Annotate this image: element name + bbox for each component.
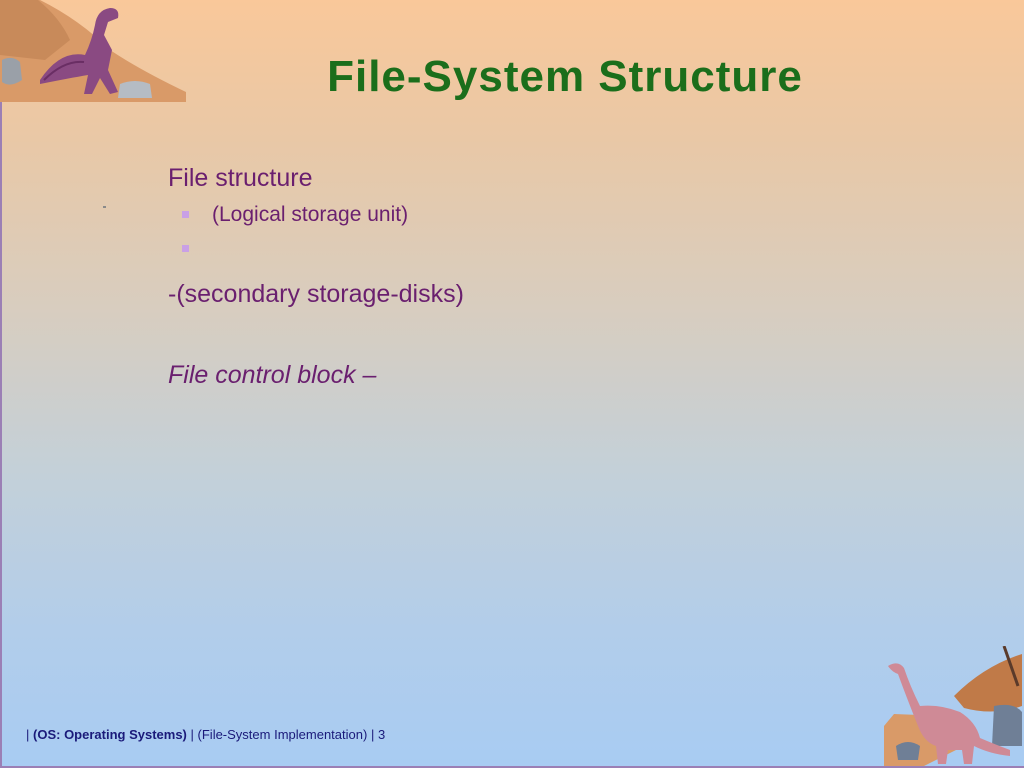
- slide-title: File-System Structure: [327, 52, 803, 101]
- footer-separator: |: [190, 727, 194, 742]
- slide-border-bottom: [0, 766, 1024, 768]
- footer-separator: |: [370, 727, 375, 742]
- dinosaur-trex-clipart-icon: [0, 0, 186, 102]
- footer-chapter: (File-System Implementation): [197, 727, 368, 742]
- slide-footer: | (OS: Operating Systems) | (File-System…: [26, 727, 385, 742]
- slide-border-left: [0, 0, 2, 768]
- bullet-square-icon: [182, 245, 189, 252]
- line-secondary-storage: -(secondary storage-disks): [168, 280, 464, 308]
- line-file-control-block: File control block –: [168, 361, 377, 389]
- footer-separator: |: [26, 727, 30, 742]
- bullet-square-icon: [182, 211, 189, 218]
- line-logical-storage-unit: (Logical storage unit): [212, 203, 409, 226]
- stray-mark: [103, 206, 106, 208]
- footer-page-number: 3: [377, 727, 386, 742]
- line-file-structure: File structure: [168, 164, 313, 192]
- footer-course: (OS: Operating Systems): [33, 727, 187, 742]
- dinosaur-sauropod-clipart-icon: [884, 646, 1022, 766]
